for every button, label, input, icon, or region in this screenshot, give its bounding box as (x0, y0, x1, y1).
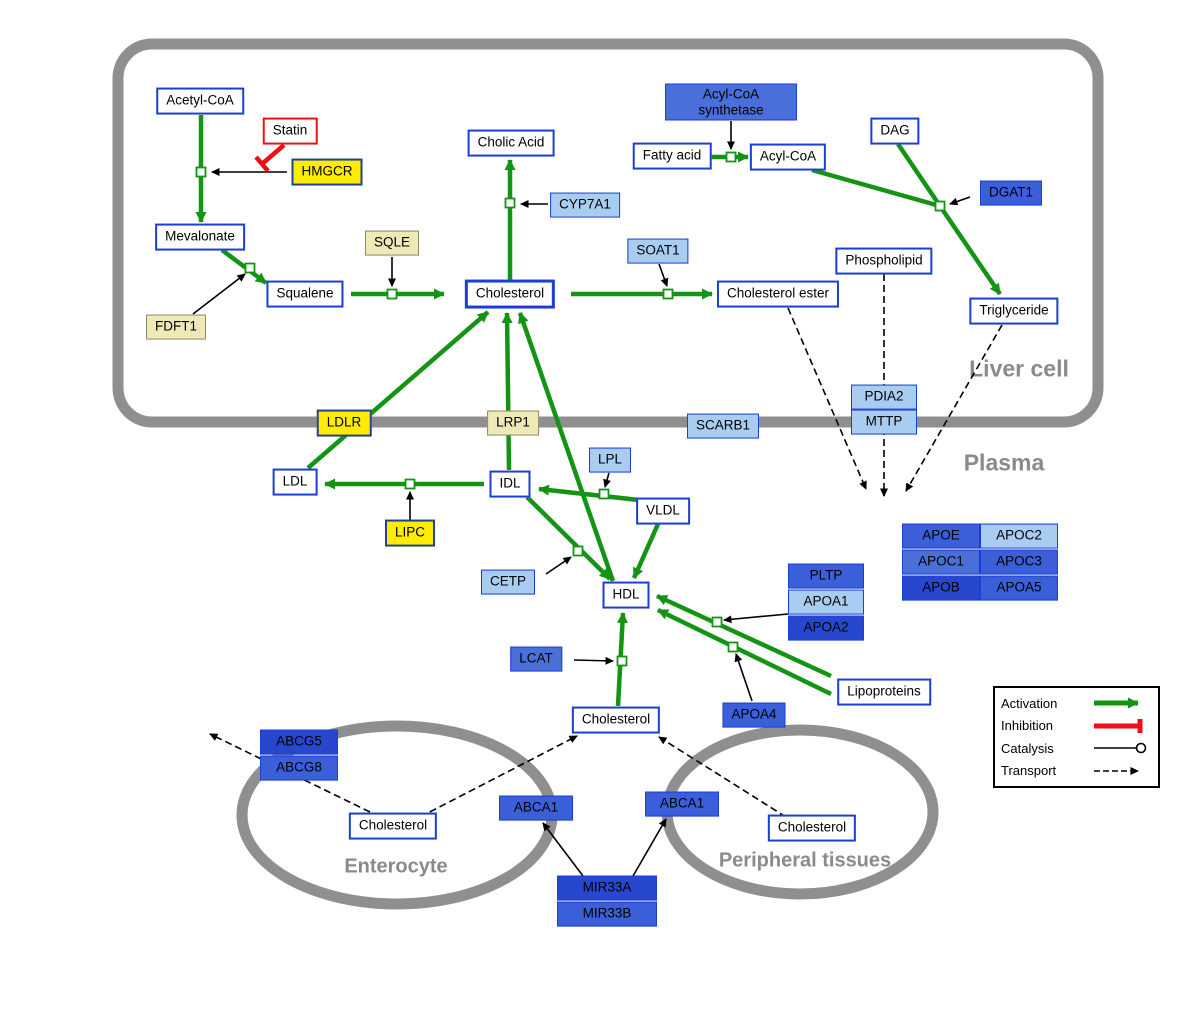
node-pdia2[interactable]: PDIA2 (851, 384, 917, 410)
node-apob[interactable]: APOB (902, 575, 980, 601)
reaction-node (404, 478, 416, 490)
node-sqle[interactable]: SQLE (364, 230, 420, 256)
node-apoa2[interactable]: APOA2 (788, 615, 864, 641)
node-dag[interactable]: DAG (870, 117, 920, 145)
peripheral-tissues-label: Peripheral tissues (718, 849, 892, 872)
reaction-node (711, 616, 723, 628)
node-vldl[interactable]: VLDL (636, 497, 690, 525)
catalysis-edges (192, 121, 971, 877)
legend-row-catalysis: Catalysis (1001, 737, 1152, 759)
node-mevalonate[interactable]: Mevalonate (155, 223, 245, 251)
node-lpl[interactable]: LPL (588, 447, 632, 473)
node-abca1-peripheral[interactable]: ABCA1 (645, 791, 719, 817)
node-cholesterol-liver[interactable]: Cholesterol (464, 279, 556, 309)
legend-activation-label: Activation (1001, 695, 1058, 711)
node-squalene[interactable]: Squalene (266, 280, 344, 308)
node-dgat1[interactable]: DGAT1 (979, 180, 1043, 206)
reaction-node (386, 288, 398, 300)
plasma-label: Plasma (963, 449, 1045, 476)
node-mir33b[interactable]: MIR33B (557, 901, 657, 927)
node-apoe[interactable]: APOE (902, 523, 980, 549)
reaction-node (934, 200, 946, 212)
reaction-node (195, 166, 207, 178)
node-apoc2[interactable]: APOC2 (980, 523, 1058, 549)
inhibition-edge-statin (254, 143, 286, 173)
reaction-node (727, 641, 739, 653)
node-acyl-coa-synthetase[interactable]: Acyl-CoA synthetase (665, 83, 797, 121)
reaction-node (244, 262, 256, 274)
node-mttp[interactable]: MTTP (851, 409, 917, 435)
node-ldl[interactable]: LDL (272, 468, 318, 496)
node-idl[interactable]: IDL (489, 470, 531, 498)
legend-inhibition-label: Inhibition (1001, 718, 1054, 734)
node-cyp7a1[interactable]: CYP7A1 (550, 192, 620, 218)
activation-arrow-icon (1094, 697, 1139, 709)
node-acyl-coa[interactable]: Acyl-CoA (749, 143, 827, 171)
legend-catalysis-label: Catalysis (1001, 740, 1054, 756)
node-lipoproteins[interactable]: Lipoproteins (837, 678, 931, 706)
node-lcat[interactable]: LCAT (510, 646, 562, 672)
node-abcg5[interactable]: ABCG5 (260, 729, 338, 755)
node-fdft1[interactable]: FDFT1 (146, 314, 206, 340)
node-cholesterol-plasma[interactable]: Cholesterol (571, 706, 661, 734)
node-acetyl-coa[interactable]: Acetyl-CoA (156, 87, 244, 115)
node-ldlr[interactable]: LDLR (316, 409, 372, 437)
node-apoa1[interactable]: APOA1 (788, 589, 864, 615)
liver-cell-membrane (112, 38, 1104, 428)
liver-cell-label: Liver cell (969, 355, 1069, 382)
node-phospholipid[interactable]: Phospholipid (835, 247, 933, 275)
node-cetp[interactable]: CETP (480, 569, 536, 595)
node-triglyceride[interactable]: Triglyceride (969, 297, 1059, 325)
legend-row-activation: Activation (1001, 692, 1152, 714)
node-abcg8[interactable]: ABCG8 (260, 755, 338, 781)
node-apoa4[interactable]: APOA4 (722, 702, 786, 728)
node-apoc3[interactable]: APOC3 (980, 549, 1058, 575)
reaction-node (616, 655, 628, 667)
node-pltp[interactable]: PLTP (788, 563, 864, 589)
enterocyte-label: Enterocyte (344, 855, 448, 878)
inhibition-bar-icon (1094, 718, 1143, 733)
node-lipc[interactable]: LIPC (384, 519, 436, 547)
node-apoc1[interactable]: APOC1 (902, 549, 980, 575)
node-fatty-acid[interactable]: Fatty acid (632, 142, 712, 170)
reaction-node (725, 151, 737, 163)
catalysis-circle-icon (1094, 743, 1147, 754)
node-apoa5[interactable]: APOA5 (980, 575, 1058, 601)
node-hdl[interactable]: HDL (602, 581, 650, 609)
node-mir33a[interactable]: MIR33A (557, 875, 657, 901)
reaction-node (662, 288, 674, 300)
legend: Activation Inhibition Catalysis Transpor… (993, 686, 1160, 788)
node-scarb1[interactable]: SCARB1 (686, 413, 760, 439)
reaction-node (504, 197, 516, 209)
node-lrp1[interactable]: LRP1 (487, 410, 539, 436)
node-cholesterol-enterocyte[interactable]: Cholesterol (348, 812, 438, 840)
node-soat1[interactable]: SOAT1 (627, 238, 689, 264)
legend-row-transport: Transport (1001, 760, 1152, 782)
node-cholic-acid[interactable]: Cholic Acid (467, 129, 555, 157)
node-abca1-enterocyte[interactable]: ABCA1 (499, 795, 573, 821)
legend-row-inhibition: Inhibition (1001, 715, 1152, 737)
reaction-nodes (195, 151, 946, 667)
node-cholesterol-peripheral[interactable]: Cholesterol (767, 814, 857, 842)
transport-dashed-arrow-icon (1094, 766, 1139, 775)
node-hmgcr[interactable]: HMGCR (291, 158, 363, 186)
node-cholesterol-ester[interactable]: Cholesterol ester (716, 280, 840, 308)
node-statin[interactable]: Statin (262, 117, 318, 145)
reaction-node (572, 545, 584, 557)
legend-transport-label: Transport (1001, 763, 1057, 779)
reaction-node (598, 488, 610, 500)
